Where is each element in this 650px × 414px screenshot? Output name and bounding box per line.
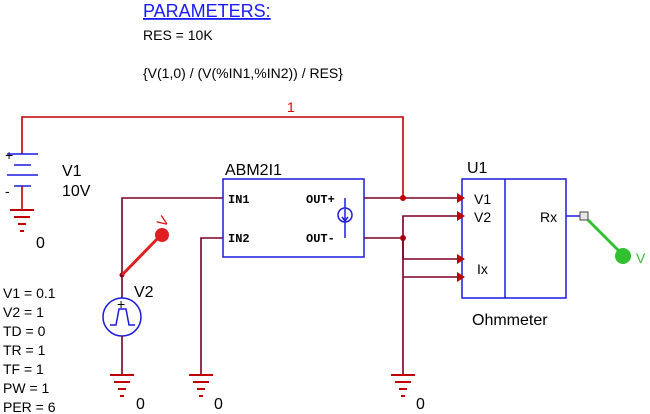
meter-probe-head (615, 248, 631, 264)
ground-label-v1: 0 (36, 235, 45, 252)
ground-label-v2: 0 (136, 396, 145, 413)
abm-pin-out-minus: OUT- (306, 232, 335, 246)
wire-v2-to-in1[interactable] (121, 197, 223, 275)
abm-expression[interactable]: {V(1,0) / (V(%IN1,%IN2)) / RES} (143, 65, 343, 81)
abm-pin-in2: IN2 (228, 232, 250, 246)
v2-pulse-source[interactable]: + (102, 275, 142, 375)
net-label-1: 1 (287, 99, 295, 115)
wire-in2-to-ground[interactable] (200, 237, 223, 375)
u1-pin-ix-arrow-1 (457, 254, 465, 264)
pulse-param-v2: V2 = 1 (3, 304, 44, 320)
abm2i1-block[interactable]: IN1 IN2 OUT+ OUT- (222, 178, 365, 258)
ground-label-in2: 0 (214, 396, 223, 413)
abm2i1-body (222, 178, 365, 258)
parameters-title: PARAMETERS: (143, 1, 271, 21)
pulse-waveform-icon (110, 308, 135, 326)
meter-probe-label: V (636, 250, 646, 266)
pulse-param-v1: V1 = 0.1 (3, 285, 56, 301)
junction-out-plus (400, 195, 406, 201)
wire-out-minus-to-ground[interactable] (364, 237, 404, 375)
v1-label: V1 (62, 163, 82, 180)
v2-label: V2 (134, 284, 154, 301)
v1-dc-source[interactable]: + - (5, 140, 38, 210)
abm-pin-in1: IN1 (228, 193, 250, 207)
meter-probe[interactable]: V (586, 218, 646, 266)
ground-v1 (10, 209, 34, 232)
parameter-res: RES = 10K (143, 27, 213, 43)
v1-minus-sign: - (5, 183, 10, 199)
u1-ohmmeter[interactable]: V1 V2 Ix Rx (457, 178, 589, 299)
pulse-param-td: TD = 0 (3, 323, 46, 339)
voltage-probe-head (155, 228, 169, 242)
u1-pin-v2-arrow (457, 211, 465, 221)
u1-label: U1 (467, 160, 488, 177)
ground-label-out-minus: 0 (416, 396, 425, 413)
voltage-probe-label: V (154, 212, 173, 229)
pulse-param-tr: TR = 1 (3, 342, 46, 358)
ground-v2 (110, 374, 134, 397)
v1-plus-sign: + (5, 147, 13, 163)
net-1-path[interactable] (21, 116, 404, 196)
voltage-probe[interactable]: V (120, 212, 173, 277)
u1-pin-ix-arrow-2 (457, 272, 465, 282)
meter-probe-stem (586, 218, 622, 254)
v2-pulse-parameters[interactable]: V1 = 0.1 V2 = 1 TD = 0 TR = 1 TF = 1 PW … (3, 285, 56, 414)
wire-to-u1-v2[interactable] (402, 215, 462, 238)
wire-to-u1-ix-top[interactable] (402, 238, 462, 260)
v2-plus-sign: + (117, 296, 125, 312)
current-source-arrow-head (341, 216, 349, 223)
voltage-probe-stem (120, 234, 162, 277)
u1-rx-terminal[interactable] (579, 211, 589, 221)
parameters-block[interactable]: PARAMETERS: RES = 10K (143, 1, 271, 43)
abm-pin-out-plus: OUT+ (306, 193, 335, 207)
pulse-param-per: PER = 6 (3, 399, 56, 414)
u1-pin-v2: V2 (474, 209, 491, 225)
pulse-param-pw: PW = 1 (3, 380, 50, 396)
ground-in2 (189, 374, 213, 397)
u1-pin-rx: Rx (540, 209, 557, 225)
ground-out-minus (391, 374, 415, 397)
u1-part-name: Ohmmeter (472, 312, 548, 329)
v1-value[interactable]: 10V (62, 183, 91, 200)
pulse-param-tf: TF = 1 (3, 361, 44, 377)
abm2i1-label: ABM2I1 (225, 162, 282, 179)
net-1-wire[interactable] (21, 116, 404, 196)
u1-body (461, 178, 567, 299)
u1-pin-v1: V1 (474, 191, 491, 207)
u1-pin-ix: Ix (477, 261, 488, 277)
u1-pin-v1-arrow (457, 193, 465, 203)
